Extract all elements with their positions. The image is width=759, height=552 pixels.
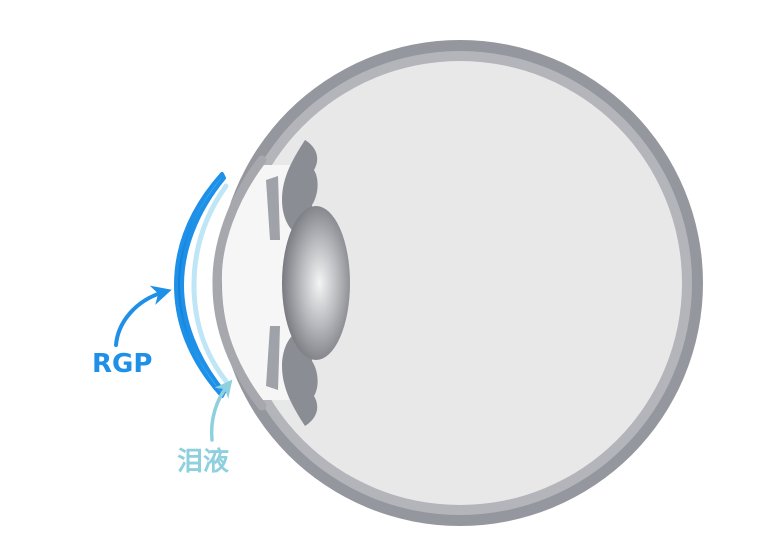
rgp-label: RGP: [92, 349, 152, 379]
vitreous-body: [238, 61, 682, 505]
tear-film: [191, 183, 229, 384]
cornea-outline: [212, 155, 267, 411]
tears-label: 泪液: [177, 447, 229, 477]
ciliary-upper: [266, 176, 280, 240]
rgp-arrow-icon: [114, 285, 172, 347]
tears-arrow-icon: [209, 379, 233, 442]
cornea: [221, 165, 300, 400]
crystalline-lens: [282, 206, 350, 360]
ciliary-lower: [266, 326, 280, 390]
